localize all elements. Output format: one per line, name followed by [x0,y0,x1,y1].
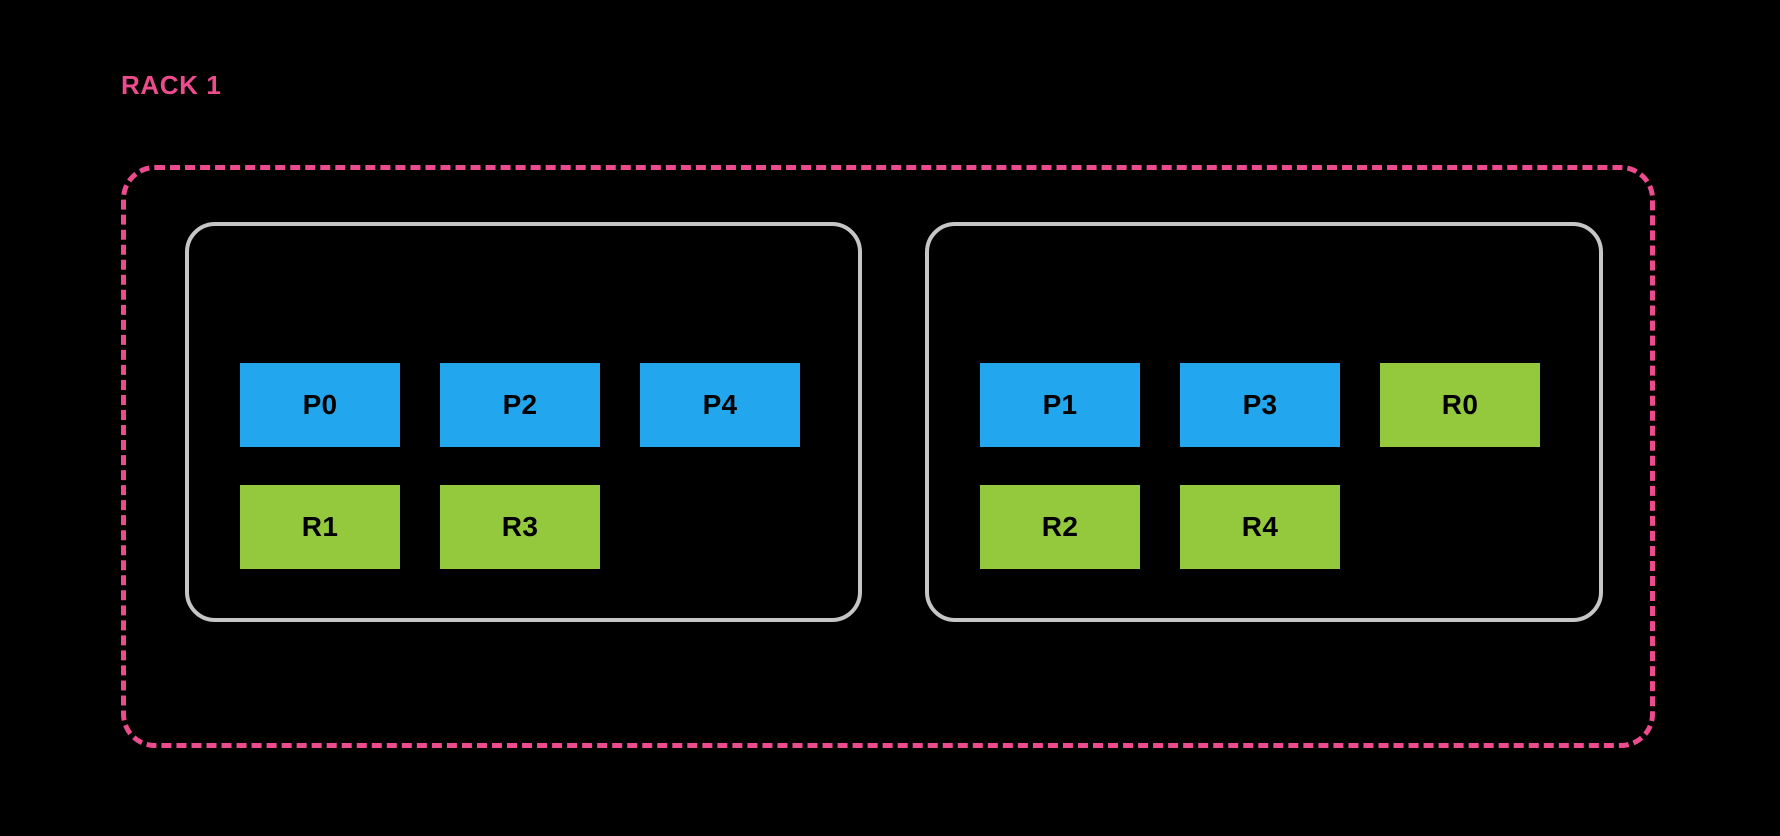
chip-r3[interactable]: R3 [440,485,600,569]
chip-r1[interactable]: R1 [240,485,400,569]
rack-container [121,165,1655,748]
chip-p2[interactable]: P2 [440,363,600,447]
chip-r0[interactable]: R0 [1380,363,1540,447]
node-box-0 [185,222,862,622]
chip-r2[interactable]: R2 [980,485,1140,569]
chip-p1[interactable]: P1 [980,363,1140,447]
chip-p4[interactable]: P4 [640,363,800,447]
chip-p3[interactable]: P3 [1180,363,1340,447]
chip-r4[interactable]: R4 [1180,485,1340,569]
chip-p0[interactable]: P0 [240,363,400,447]
rack-label: RACK 1 [121,70,222,100]
node-box-1 [925,222,1603,622]
